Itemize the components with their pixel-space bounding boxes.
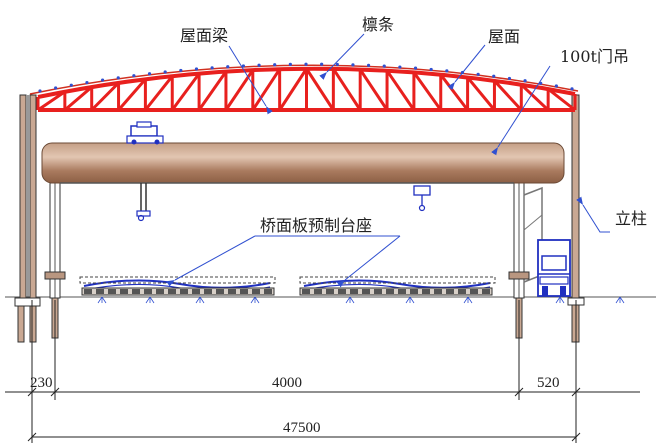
label-roof: 屋面: [488, 27, 520, 46]
dim-right-offset: 520: [537, 375, 560, 391]
purlins: [38, 62, 574, 93]
dim-span: 4000: [272, 375, 302, 391]
precast-bed-right: [299, 276, 496, 296]
label-roof-beam: 屋面梁: [180, 26, 228, 45]
precast-bed-left: [79, 276, 276, 296]
left-column: [14, 94, 41, 343]
dim-total: 47500: [283, 420, 321, 436]
crane-trolley: [126, 121, 164, 145]
label-column: 立柱: [615, 209, 647, 228]
crane-hoist-right: [413, 185, 431, 212]
transport-truck: [537, 239, 571, 297]
crane-hook-left: [136, 183, 151, 222]
label-gantry-crane: 100t门吊: [560, 47, 629, 66]
leader-lines: [166, 33, 610, 288]
roof-truss: [36, 66, 577, 112]
dim-left-offset: 230: [30, 375, 53, 391]
crane-right-leg: [508, 182, 543, 339]
ground-hatching: [97, 296, 625, 304]
dimension-lines: [5, 300, 640, 443]
label-precast-bed: 桥面板预制台座: [260, 216, 372, 235]
gantry-crane-beam: [41, 142, 565, 184]
label-purlin: 檩条: [362, 15, 394, 34]
